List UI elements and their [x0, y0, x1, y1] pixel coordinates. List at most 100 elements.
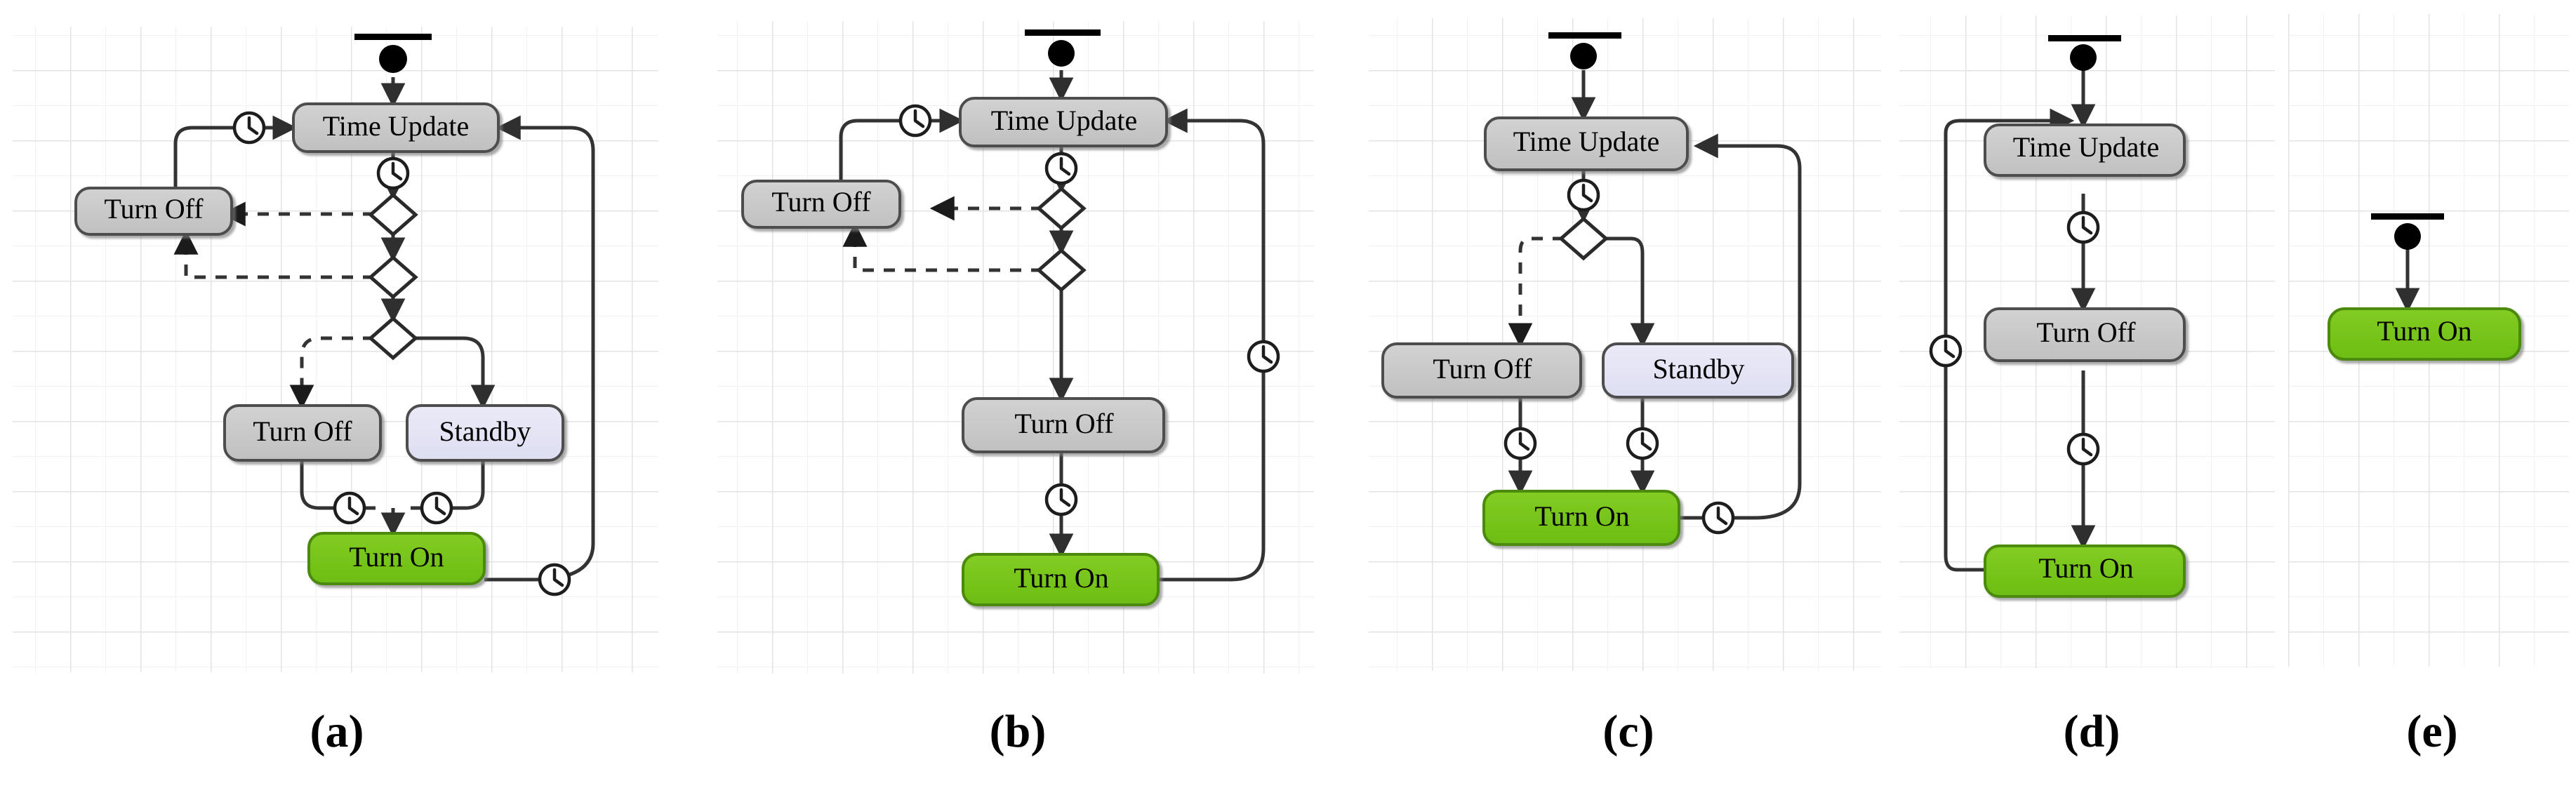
node-layer: [1984, 123, 2186, 598]
decision-diamond-icon[interactable]: [1036, 186, 1087, 231]
node-label-time-update: Time Update: [1513, 126, 1660, 157]
edge-turn-on-to-time-update: [1679, 133, 1802, 520]
panel-b-canvas: Time Update Turn Off Turn Off Turn On: [717, 21, 1314, 674]
clock-icon: [1628, 429, 1657, 458]
node-label-turn-on: Turn On: [2377, 315, 2471, 347]
clock-icon: [1704, 503, 1733, 533]
node-turn-on[interactable]: [2328, 307, 2521, 361]
node-turn-on[interactable]: [962, 553, 1160, 606]
panel-a-canvas: Time Update Turn Off Turn Off Standby Tu…: [13, 27, 658, 672]
decision-diamond-icon[interactable]: [368, 316, 418, 361]
caption-a: (a): [310, 706, 364, 757]
decision-diamond-icon[interactable]: [368, 255, 418, 300]
panel-b: Time Update Turn Off Turn Off Turn On: [702, 0, 1334, 691]
decision-layer: [1036, 186, 1087, 293]
clock-icon: [234, 113, 264, 142]
clock-icon: [1569, 180, 1598, 210]
edge-layer: [839, 70, 1266, 582]
node-time-update[interactable]: [1484, 116, 1689, 171]
node-layer: [1381, 116, 1794, 546]
node-label-turn-off-lower: Turn Off: [253, 415, 352, 447]
caption-b: (b): [989, 706, 1047, 757]
initial-node-icon[interactable]: [2048, 35, 2121, 71]
node-label-turn-off-left: Turn Off: [771, 186, 871, 218]
node-turn-off-left[interactable]: [741, 180, 901, 229]
initial-node-dot: [1048, 40, 1075, 67]
clock-icon: [378, 159, 408, 188]
initial-node-dot: [1570, 43, 1597, 69]
node-label-turn-off-mid: Turn Off: [1014, 408, 1114, 439]
decision-diamond-icon[interactable]: [368, 192, 418, 237]
node-time-update[interactable]: [959, 97, 1168, 147]
initial-node-icon[interactable]: [1025, 29, 1101, 67]
node-label-standby: Standby: [1652, 353, 1744, 385]
node-label-turn-on: Turn On: [2038, 552, 2133, 584]
caption-c: (c): [1602, 706, 1654, 757]
node-standby[interactable]: [1602, 342, 1794, 399]
panel-d-canvas: Time Update Turn Off Turn On: [1899, 15, 2275, 668]
node-layer: [2328, 307, 2521, 361]
edge-decision-1-to-standby: [1603, 236, 1655, 348]
initial-node-bar: [2048, 35, 2121, 41]
decision-layer: [1558, 216, 1609, 261]
node-label-turn-on: Turn On: [349, 541, 444, 573]
node-label-turn-off: Turn Off: [1433, 353, 1532, 385]
clock-icon: [1047, 485, 1076, 514]
clock-icon: [2069, 213, 2098, 242]
node-label-turn-off-left: Turn Off: [104, 193, 204, 225]
decision-diamond-icon[interactable]: [1558, 216, 1609, 261]
node-standby[interactable]: [406, 404, 564, 462]
node-turn-on[interactable]: [307, 532, 486, 585]
node-turn-on[interactable]: [1482, 490, 1680, 546]
panel-c: Time Update Turn Off Standby Turn On: [1362, 0, 1895, 691]
node-layer: [74, 102, 564, 585]
clock-icon: [1249, 342, 1278, 371]
initial-node-dot: [379, 45, 407, 73]
node-time-update[interactable]: [1984, 123, 2186, 177]
node-label-time-update: Time Update: [323, 110, 470, 142]
edge-decision-2-to-turn-off-left: [842, 222, 1042, 272]
initial-node-bar: [2371, 213, 2444, 220]
initial-node-bar: [1025, 29, 1101, 36]
node-label-turn-on: Turn On: [1014, 562, 1108, 594]
panel-e: Turn On: [2288, 0, 2576, 691]
node-turn-off[interactable]: [1381, 342, 1582, 399]
panel-d: Time Update Turn Off Turn On: [1895, 0, 2288, 691]
node-turn-off-left[interactable]: [74, 187, 233, 236]
node-label-time-update: Time Update: [991, 105, 1138, 136]
edge-decision-2-to-turn-off-left: [173, 229, 374, 279]
panel-a: Time Update Turn Off Turn Off Standby Tu…: [0, 0, 674, 691]
clock-icon: [901, 106, 930, 135]
edge-decision-3-to-standby: [412, 336, 496, 410]
edge-turn-off-lower-to-turn-on: [300, 460, 376, 510]
node-turn-off-lower[interactable]: [223, 404, 382, 462]
edge-turn-on-to-time-update: [1157, 108, 1266, 582]
node-label-turn-off: Turn Off: [2036, 316, 2136, 348]
edge-turn-off-left-to-time-update: [173, 115, 298, 188]
node-turn-off[interactable]: [1984, 307, 2186, 362]
clock-icon: [422, 493, 451, 523]
edge-standby-to-turn-on: [411, 460, 485, 510]
node-time-update[interactable]: [292, 102, 500, 153]
node-label-standby: Standby: [439, 415, 531, 447]
edge-decision-1-to-turn-off: [1508, 236, 1564, 348]
initial-node-icon[interactable]: [354, 34, 432, 73]
clock-icon: [540, 565, 569, 594]
edge-turn-off-left-to-time-update: [839, 108, 964, 181]
initial-node-icon[interactable]: [2371, 213, 2444, 250]
edge-decision-3-to-turn-off-lower: [289, 336, 374, 410]
panel-e-canvas: Turn On: [2288, 14, 2569, 667]
decision-layer: [368, 192, 418, 361]
caption-e: (e): [2406, 706, 2458, 757]
initial-node-icon[interactable]: [1548, 32, 1621, 69]
node-layer: [741, 97, 1168, 606]
node-label-turn-on: Turn On: [1534, 500, 1629, 532]
decision-diamond-icon[interactable]: [1036, 248, 1087, 293]
node-turn-on[interactable]: [1984, 545, 2186, 598]
node-turn-off-mid[interactable]: [962, 397, 1165, 453]
panel-c-canvas: Time Update Turn Off Standby Turn On: [1369, 18, 1881, 671]
initial-node-bar: [354, 34, 432, 40]
clock-icon: [2069, 434, 2098, 464]
initial-node-dot: [2394, 223, 2421, 250]
